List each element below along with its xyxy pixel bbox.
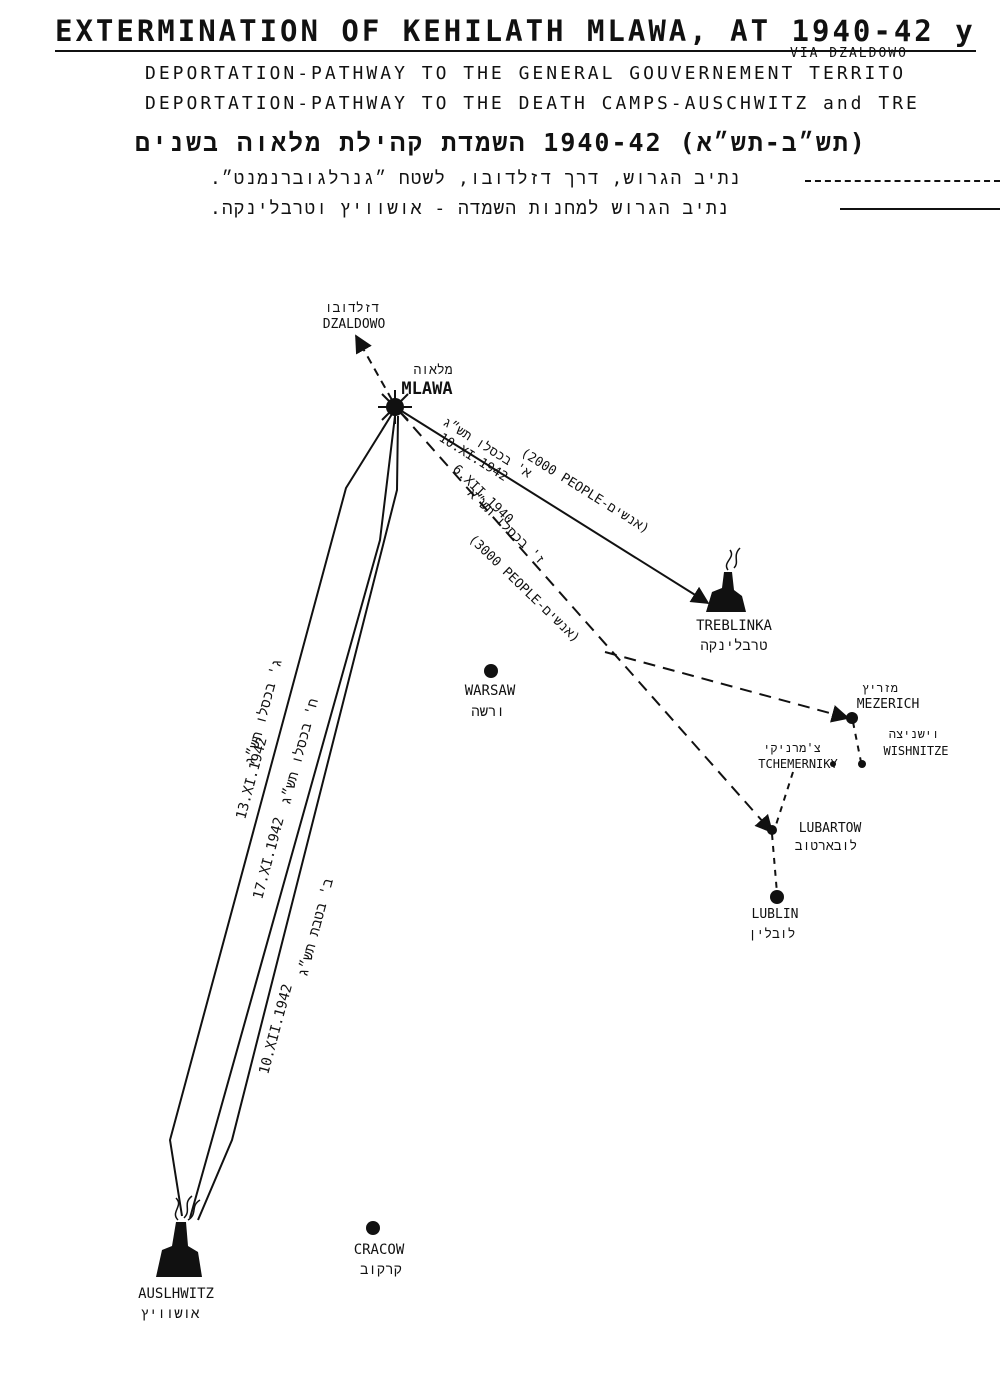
lubartow-marker (767, 825, 777, 835)
cracow-label: CRACOW (354, 1242, 405, 1258)
treblinka-hebrew-label: טרבלינקה (700, 638, 767, 654)
route-mezerich-wishnitze (852, 721, 862, 763)
route-branch-mezerich (604, 651, 850, 723)
mlawa-label: MLAWA (401, 379, 452, 399)
route-mlawa-dzaldowo (355, 334, 393, 401)
warsaw-hebrew-label: ורשה (471, 704, 505, 720)
warsaw-marker (484, 664, 498, 678)
wishnitze-marker (858, 760, 866, 768)
wishnitze-label: WISHNITZE (883, 744, 948, 758)
lublin-label: LUBLIN (752, 907, 799, 922)
legend-solid-label: DEPORTATION-PATHWAY TO THE DEATH CAMPS-A… (145, 93, 920, 114)
auschwitz-3-date-label: 10.XII.1942 (256, 982, 295, 1076)
map-title: EXTERMINATION OF KEHILATH MLAWA, AT 1940… (55, 14, 976, 52)
route-mlawa-auschwitz-1 (168, 413, 393, 1217)
warsaw-label: WARSAW (465, 683, 516, 699)
legend-via-note: VIA DZALDOWO (790, 46, 908, 61)
treblinka-label: TREBLINKA (696, 618, 772, 634)
route-mlawa-auschwitz-3 (197, 415, 399, 1221)
tchemerniky-hebrew-label: צ'מרניקי (763, 741, 821, 755)
auschwitz-camp-icon (156, 1195, 202, 1277)
auschwitz-3-hebrew-label: ב' בטבת תש״ג (295, 877, 337, 979)
mlawa-hebrew-label: מלאוה (413, 363, 452, 378)
cracow-hebrew-label: קרקוב (360, 1262, 402, 1278)
dzaldowo-hebrew-label: דזלדובו (325, 301, 380, 316)
gg-hebrew-date-label: ז' בכסלו תש״א (464, 487, 547, 568)
tchemerniky-marker (830, 761, 836, 767)
legend-dashed-line (805, 180, 1000, 182)
hebrew-title: (תש״ב-תש״א) 1940-42 השמדת קהילת מלאוה בש… (135, 128, 867, 157)
auschwitz-hebrew-label: אושוויץ (141, 1306, 200, 1322)
lubartow-label: LUBARTOW (799, 821, 862, 836)
lubartow-hebrew-label: לובארטוב (795, 839, 857, 854)
title-text: EXTERMINATION OF KEHILATH MLAWA, AT 1940… (55, 14, 976, 48)
lublin-marker (770, 890, 784, 904)
mlawa-marker (378, 390, 412, 424)
route-lubartow-lublin (771, 833, 778, 894)
title-underline (55, 50, 976, 52)
route-tchemerniky-lubartow (774, 771, 794, 829)
treblinka-camp-icon (706, 547, 746, 612)
wishnitze-hebrew-label: וישניצה (889, 727, 939, 741)
route-mlawa-lubartow (399, 411, 774, 834)
route-mlawa-treblinka (399, 409, 710, 604)
route-mlawa-auschwitz-2 (189, 415, 396, 1219)
dzaldowo-label: DZALDOWO (323, 317, 386, 332)
auschwitz-label: AUSLHWITZ (138, 1286, 214, 1302)
lublin-hebrew-label: לובלין (749, 927, 796, 942)
mezerich-label: MEZERICH (857, 697, 920, 712)
hebrew-legend-solid: נתיב הגרוש למחנות השמדה - אושוויץ וטרבלי… (210, 198, 730, 219)
mezerich-marker (846, 712, 858, 724)
hebrew-legend-dashed: נתיב הגרוש, דרך דזלדובו, לשטח ״גנרלגוברנ… (210, 168, 742, 189)
treblinka-people-label: (2000 PEOPLE-אנשים) (518, 446, 652, 537)
tchemerniky-label: TCHEMERNIKY (758, 757, 838, 771)
mezerich-hebrew-label: מזריץ (862, 681, 898, 695)
legend-dashed-label: DEPORTATION-PATHWAY TO THE GENERAL GOUVE… (145, 63, 907, 84)
legend-solid-line (840, 208, 1000, 210)
cracow-marker (366, 1221, 380, 1235)
